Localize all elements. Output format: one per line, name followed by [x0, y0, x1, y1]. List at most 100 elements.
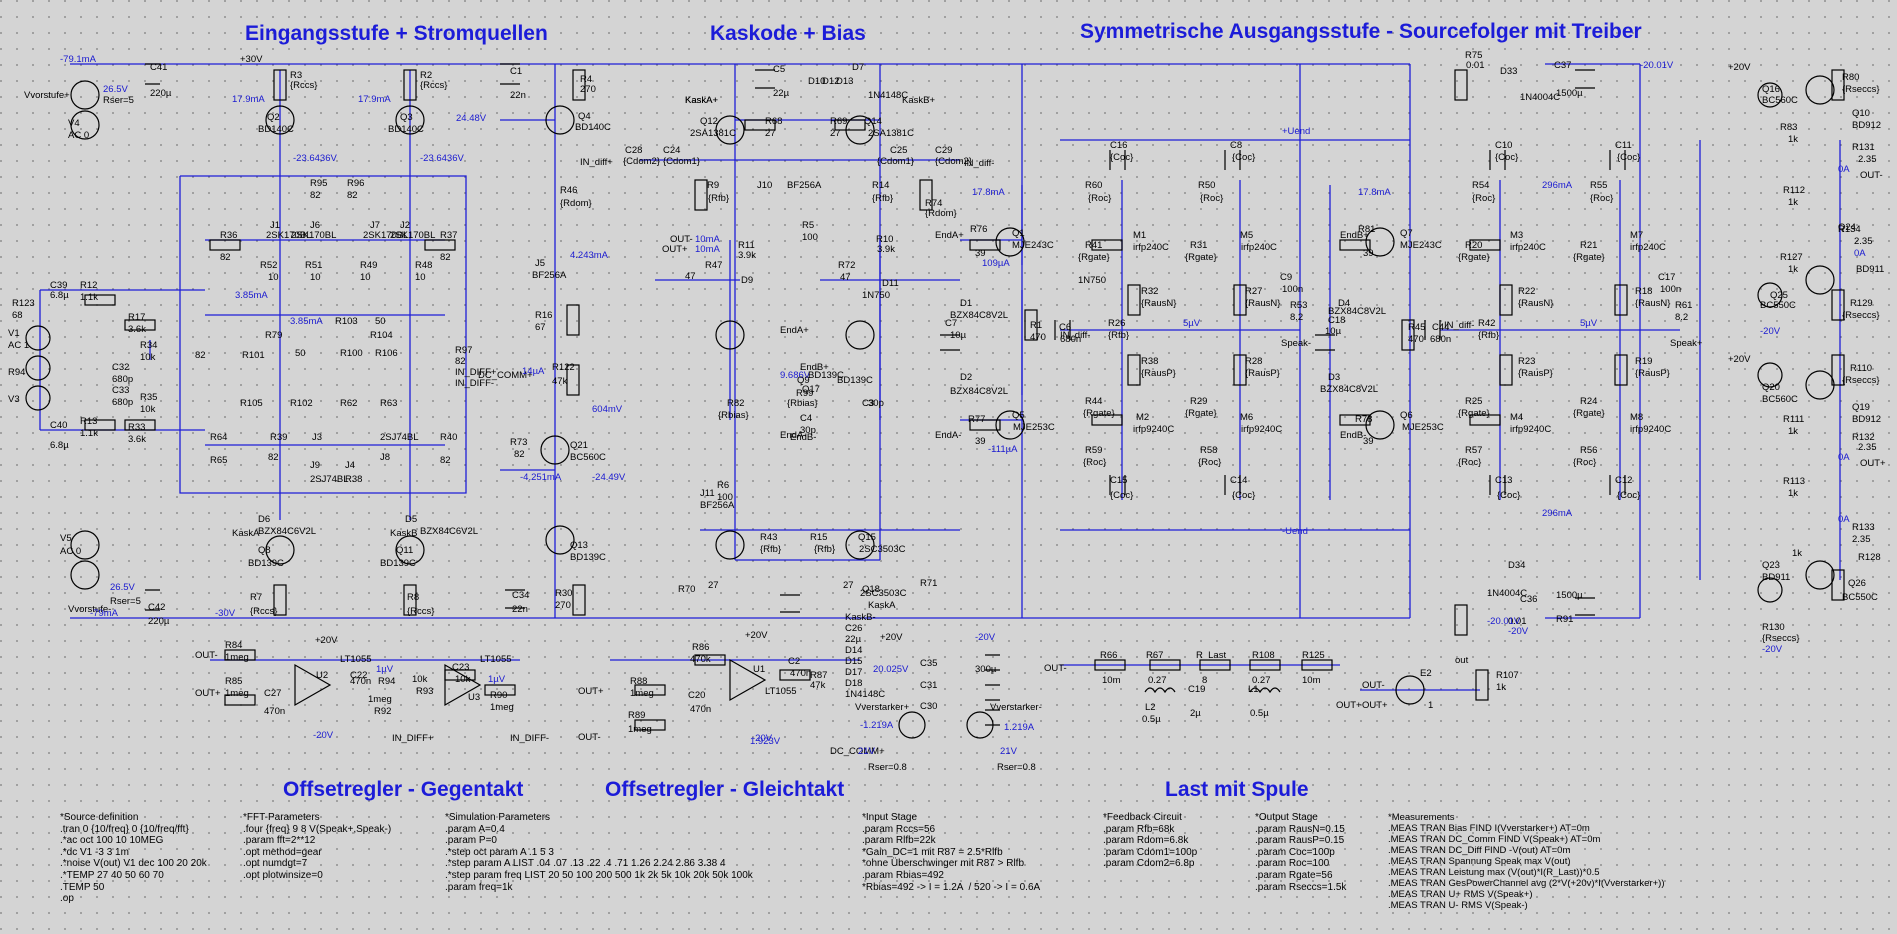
component-label: {Rfb}: [872, 193, 894, 204]
component-label: R11: [738, 240, 755, 251]
directive-line: .param RausN=0.15: [1255, 823, 1345, 835]
component-label: {Rfb}: [1478, 330, 1500, 341]
component-label: 0.5µ: [1142, 714, 1161, 725]
section-title-load: Last mit Spule: [1165, 778, 1309, 801]
directive-line: .MEAS TRAN DC_Comm FIND V(Speak+) AT=0m: [1388, 834, 1601, 845]
component-label: L1: [1248, 684, 1259, 695]
component-label: out: [1455, 655, 1469, 666]
component-label: C9: [1280, 272, 1293, 283]
component-label: U3: [468, 692, 481, 703]
component-label: 22n: [510, 90, 526, 101]
component-label: 1500µ: [1556, 88, 1583, 99]
component-label: R92: [374, 706, 392, 717]
directive-line: *FFT-Parameters: [243, 812, 320, 823]
component-label: C2: [788, 656, 801, 667]
component-label: 1meg: [368, 694, 392, 705]
component-label: {Cdom2}: [935, 156, 972, 167]
directive-line: *Output Stage: [1255, 812, 1318, 823]
component-label: BC560C: [570, 452, 606, 463]
component-label: 10k: [455, 674, 471, 685]
component-label: 2SA1381C: [690, 128, 736, 139]
component-label: 39: [1363, 248, 1374, 259]
component-label: R53: [1290, 300, 1308, 311]
directive-line: .MEAS TRAN U- RMS V(Speak-): [1388, 900, 1528, 911]
component-label: C32: [112, 362, 130, 373]
component-label: 30p: [800, 425, 816, 436]
component-label: D4: [1338, 298, 1351, 309]
component-label: M7: [1630, 230, 1644, 241]
component-label: J10: [757, 180, 773, 191]
component-label: C40: [50, 420, 68, 431]
component-label: {Rccs}: [407, 606, 435, 617]
component-label: R85: [225, 676, 243, 687]
component-label: C41: [150, 62, 168, 73]
component-label: 3.6k: [128, 324, 146, 335]
component-label: C3: [862, 398, 875, 409]
component-label: R1: [1030, 320, 1043, 331]
section-title-input-stage: Eingangsstufe + Stromquellen: [245, 22, 548, 45]
component-label: 22µ: [773, 88, 790, 99]
component-label: C34: [512, 590, 530, 601]
component-label: Rser=0.8: [868, 762, 907, 773]
component-label: Q23: [1762, 560, 1780, 571]
component-label: C39: [50, 280, 68, 291]
component-label: KaskA: [868, 600, 896, 611]
component-label: {Rseccs}: [1762, 633, 1800, 644]
component-label: {Rbias}: [718, 410, 749, 421]
directive-line: .param A=0.4: [445, 823, 505, 835]
component-label: R54: [1472, 180, 1490, 191]
component-label: V1: [8, 328, 20, 339]
component-label: KaskA: [232, 528, 260, 539]
component-label: R110: [1850, 363, 1873, 374]
component-label: C15: [1110, 475, 1128, 486]
component-label: R86: [692, 642, 710, 653]
component-label: 27: [843, 580, 854, 591]
directive-feedback: *Feedback Circuit .param Rfb=68k .param …: [1103, 812, 1197, 870]
component-label: 5µV: [1580, 318, 1598, 329]
component-label: R23: [1518, 356, 1536, 367]
component-label: R90: [490, 690, 508, 701]
component-label: {Rseccs}: [1842, 375, 1880, 386]
component-label: AC 0: [68, 130, 90, 141]
component-label: KaskB+: [902, 95, 936, 106]
component-label: C28: [625, 145, 643, 156]
component-label: 1meg: [225, 652, 249, 663]
directive-line: *Simulation Parameters: [445, 812, 551, 823]
component-label: 270: [580, 84, 596, 95]
component-label: 2.35: [1858, 442, 1877, 453]
directive-line: .param Rbias=492: [862, 869, 944, 881]
component-label: IN_diff-: [1444, 320, 1475, 331]
component-label: R107: [1496, 670, 1519, 681]
component-label: 1meg: [490, 702, 514, 713]
component-label: {Rdom}: [925, 208, 957, 219]
component-label: 4.243mA: [570, 250, 609, 261]
component-label: R57: [1465, 445, 1483, 456]
component-label: Q19: [1852, 402, 1870, 413]
component-label: Q17: [802, 384, 820, 395]
component-label: 22n: [512, 604, 528, 615]
component-label: R49: [360, 260, 378, 271]
directive-line: .*ac oct 100 10 10MEG: [60, 835, 164, 847]
component-label: L2: [1145, 702, 1156, 713]
component-label: 22µ: [845, 634, 862, 645]
component-label: {Coc}: [1232, 152, 1256, 163]
component-label: 82: [514, 449, 525, 460]
component-label: C5: [773, 64, 786, 75]
component-label: Rser=0.8: [997, 762, 1036, 773]
component-label: BZX84C8V2L: [1328, 306, 1387, 317]
component-label: MJE253C: [1013, 422, 1055, 433]
component-label: R73: [510, 437, 528, 448]
component-label: KaskA+: [685, 95, 719, 106]
component-label: -4.251mA: [520, 472, 562, 483]
component-label: R134: [1838, 224, 1861, 235]
directive-line: .MEAS TRAN Spannung Speak max V(out): [1388, 856, 1571, 867]
component-label: Q24: [1838, 222, 1856, 233]
component-label: 1.1k: [80, 292, 98, 303]
component-label: R55: [1590, 180, 1608, 191]
component-label: {Rfb}: [814, 544, 836, 555]
directive-line: *ohne Überschwinger mit R87 > Rlfb: [862, 858, 1025, 870]
component-label: R59: [1085, 445, 1103, 456]
component-label: R9: [707, 180, 720, 191]
directive-line: .opt method=gear: [243, 846, 322, 858]
